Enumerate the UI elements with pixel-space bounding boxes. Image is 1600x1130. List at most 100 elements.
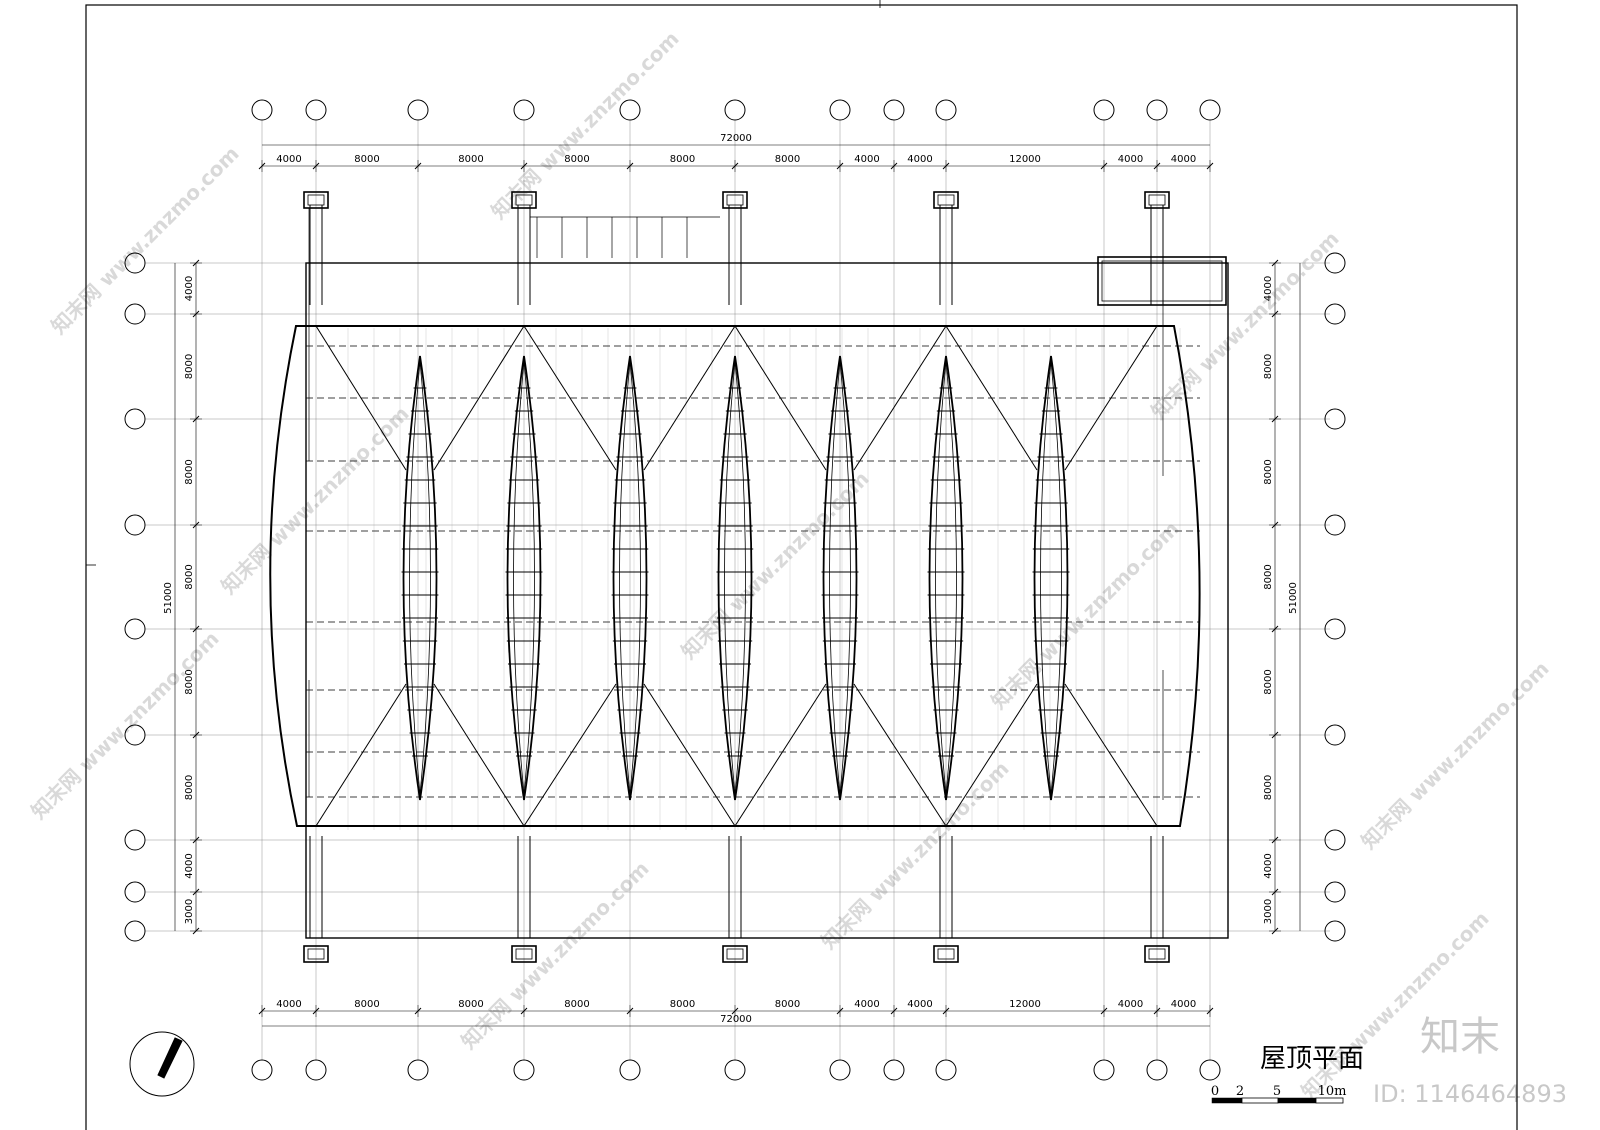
watermark-logo: 知末 — [1420, 1014, 1500, 1060]
column-cap-inner — [726, 194, 744, 206]
grid-bubble — [124, 303, 146, 325]
column-cap — [511, 191, 537, 209]
tension-cable — [1064, 325, 1158, 471]
grid-bubble — [1199, 99, 1221, 121]
left-dim-label: 8000 — [184, 354, 195, 379]
grid-bubble — [1324, 829, 1346, 851]
lens-skylight — [612, 355, 648, 801]
column-cap-inner — [307, 194, 325, 206]
bottom-dim-label: 8000 — [354, 999, 379, 1010]
watermark-text: 知末网 www.znzmo.com — [456, 856, 653, 1053]
grid-bubble — [124, 881, 146, 903]
column-cap — [303, 945, 329, 963]
scale-bar-label: 0 — [1211, 1084, 1219, 1099]
tension-cable — [734, 325, 827, 471]
grid-bubble — [513, 1059, 535, 1081]
bottom-dim-label: 12000 — [1009, 999, 1041, 1010]
grid-bubble — [1146, 1059, 1168, 1081]
watermark-text: 知末网 www.znzmo.com — [1146, 226, 1343, 423]
scale-bar-label: 10m — [1318, 1084, 1347, 1099]
sheet-border — [85, 4, 1518, 1130]
drawing-text: 4000 8000 8000 8000 8000 8000 4000 4000 12000 400… — [163, 133, 1364, 1099]
top-dim-label: 8000 — [775, 154, 800, 165]
top-dim-label: 4000 — [854, 154, 879, 165]
grid-bubble — [1093, 99, 1115, 121]
grid-bubble — [883, 1059, 905, 1081]
tension-cable — [643, 683, 736, 827]
scale-bar-segment — [1315, 1097, 1344, 1104]
column-cap — [1144, 191, 1170, 209]
drawing-title: 屋顶平面 — [1260, 1044, 1364, 1074]
grid-bubble — [619, 99, 641, 121]
grid-bubble — [407, 1059, 429, 1081]
tension-cable — [433, 683, 525, 827]
lens-skylight-inner — [409, 361, 431, 795]
grid-bubble — [829, 1059, 851, 1081]
right-dim-label: 8000 — [1263, 459, 1274, 484]
grid-bubble — [724, 1059, 746, 1081]
lens-skylight-inner — [935, 361, 957, 795]
scale-bar-segment — [1277, 1097, 1317, 1104]
grid-bubble — [883, 99, 905, 121]
column-cap — [722, 945, 748, 963]
lens-skylight — [1033, 355, 1069, 801]
grid-bubble — [1324, 252, 1346, 274]
tension-cable — [523, 683, 617, 827]
watermark-text: 知末网 www.znzmo.com — [216, 401, 413, 598]
tension-cable — [853, 683, 947, 827]
grid-bubble — [124, 724, 146, 746]
grid-bubble — [124, 920, 146, 942]
right-dim-label: 8000 — [1263, 775, 1274, 800]
column-cap — [933, 945, 959, 963]
north-arrow-circle — [129, 1031, 195, 1097]
lens-skylight — [402, 355, 438, 801]
lens-skylight — [717, 355, 753, 801]
grid-bubble — [251, 1059, 273, 1081]
left-dim-label: 8000 — [184, 564, 195, 589]
tension-cable — [643, 325, 736, 471]
lens-skylight — [928, 355, 964, 801]
column-cap — [303, 191, 329, 209]
top-dim-label: 8000 — [354, 154, 379, 165]
grid-bubble — [407, 99, 429, 121]
right-dim-label: 3000 — [1263, 899, 1274, 924]
north-arrow-needle — [157, 1037, 183, 1079]
tension-cable — [734, 683, 827, 827]
watermark-text: 知末网 www.znzmo.com — [816, 756, 1013, 953]
column-cap — [933, 191, 959, 209]
column-cap-inner — [1148, 948, 1166, 960]
bottom-dim-label: 8000 — [458, 999, 483, 1010]
grid-bubble — [124, 252, 146, 274]
tension-cable — [945, 325, 1038, 471]
tension-cable — [1064, 683, 1158, 827]
watermark-text: 知末网 www.znzmo.com — [46, 141, 243, 338]
left-dim-label: 4000 — [184, 853, 195, 878]
lens-skylight-inner — [513, 361, 535, 795]
right-overall-label: 51000 — [1288, 582, 1299, 614]
grid-bubble — [1146, 99, 1168, 121]
top-dim-label: 8000 — [670, 154, 695, 165]
column-cap — [511, 945, 537, 963]
top-dim-label: 4000 — [907, 154, 932, 165]
column-cap-inner — [937, 948, 955, 960]
left-overall-label: 51000 — [163, 582, 174, 614]
bottom-dim-label: 4000 — [854, 999, 879, 1010]
tension-cable — [315, 325, 407, 471]
top-dim-label: 4000 — [1118, 154, 1143, 165]
grid-bubble — [1324, 881, 1346, 903]
bottom-dim-label: 4000 — [276, 999, 301, 1010]
grid-bubble — [1324, 618, 1346, 640]
left-dim-label: 3000 — [184, 899, 195, 924]
right-dim-label: 4000 — [1263, 853, 1274, 878]
grid-bubble — [305, 99, 327, 121]
bottom-dim-label: 8000 — [564, 999, 589, 1010]
top-dim-label: 8000 — [564, 154, 589, 165]
grid-bubble — [124, 618, 146, 640]
column-cap-inner — [1148, 194, 1166, 206]
roof-room-box — [1097, 256, 1227, 306]
grid-bubble — [124, 514, 146, 536]
left-dim-label: 8000 — [184, 669, 195, 694]
right-dim-label: 8000 — [1263, 354, 1274, 379]
roof-room-box-inner — [1101, 260, 1223, 302]
lens-skylight — [822, 355, 858, 801]
